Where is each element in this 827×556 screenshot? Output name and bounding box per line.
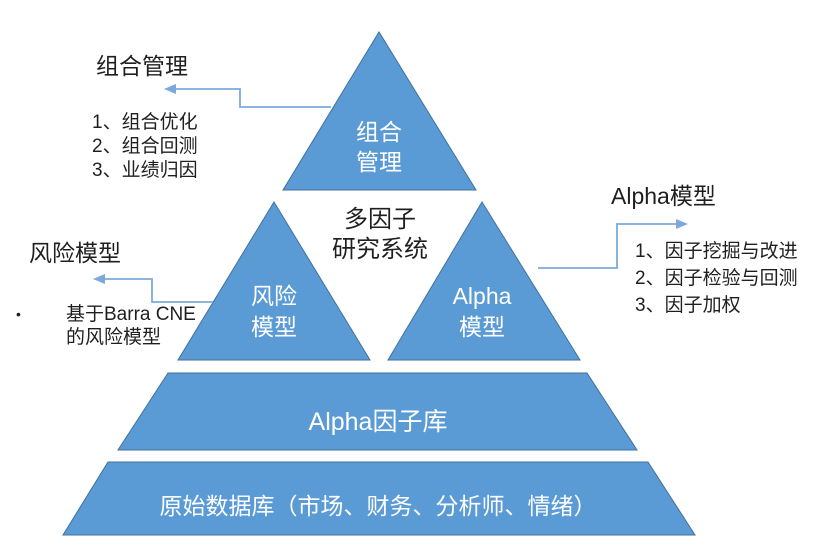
alpha-triangle-label-line2: 模型: [459, 314, 505, 340]
list-item: 3、业绩归因: [92, 160, 198, 181]
bullet-icon: •: [16, 306, 21, 322]
portfolio-triangle-label-line1: 组合: [356, 119, 402, 145]
alpha-triangle: [387, 201, 581, 361]
risk-triangle-label-line1: 风险: [251, 283, 297, 309]
risk-annotation-bullet: • 基于Barra CNE 的风险模型: [16, 303, 196, 349]
list-item: 1、组合优化: [92, 112, 198, 133]
raw-database-trapezoid: [62, 461, 696, 536]
alpha-triangle-label-line1: Alpha: [452, 283, 512, 309]
bullet-text-line2: 的风险模型: [66, 327, 162, 348]
list-item: 3、因子加权: [635, 295, 741, 316]
alpha-annotation-title: Alpha模型: [611, 183, 716, 209]
alpha-elbow-arrow: [538, 219, 688, 269]
portfolio-triangle-label: 组合 管理: [318, 117, 440, 177]
risk-triangle: [177, 201, 371, 361]
alpha-annotation-list: 1、因子挖掘与改进 2、因子检验与回测 3、因子加权: [635, 238, 798, 319]
risk-annotation-title: 风险模型: [29, 240, 121, 266]
risk-triangle-label-line2: 模型: [251, 314, 297, 340]
alpha-triangle-label: Alpha 模型: [421, 281, 543, 343]
center-title-line1: 多因子: [344, 206, 416, 233]
portfolio-triangle-label-line2: 管理: [356, 149, 402, 175]
center-title-line2: 研究系统: [332, 236, 428, 263]
list-item: 2、组合回测: [92, 136, 198, 157]
portfolio-elbow-arrow: [164, 84, 331, 108]
diagram-center-title: 多因子 研究系统: [290, 205, 470, 265]
portfolio-triangle: [282, 31, 477, 191]
risk-elbow-arrow: [93, 274, 213, 303]
portfolio-annotation-list: 1、组合优化 2、组合回测 3、业绩归因: [92, 111, 198, 183]
portfolio-annotation-title: 组合管理: [96, 53, 188, 79]
risk-triangle-label: 风险 模型: [213, 281, 335, 343]
raw-database-label: 原始数据库（市场、财务、分析师、情绪）: [159, 493, 597, 519]
list-item: 2、因子检验与回测: [635, 268, 798, 289]
factor-library-label: Alpha因子库: [308, 408, 448, 436]
risk-annotation-bullet-text: 基于Barra CNE 的风险模型: [66, 303, 196, 349]
list-item: 1、因子挖掘与改进: [635, 241, 798, 262]
bullet-text-line1: 基于Barra CNE: [66, 304, 196, 325]
factor-library-trapezoid: [117, 372, 638, 451]
